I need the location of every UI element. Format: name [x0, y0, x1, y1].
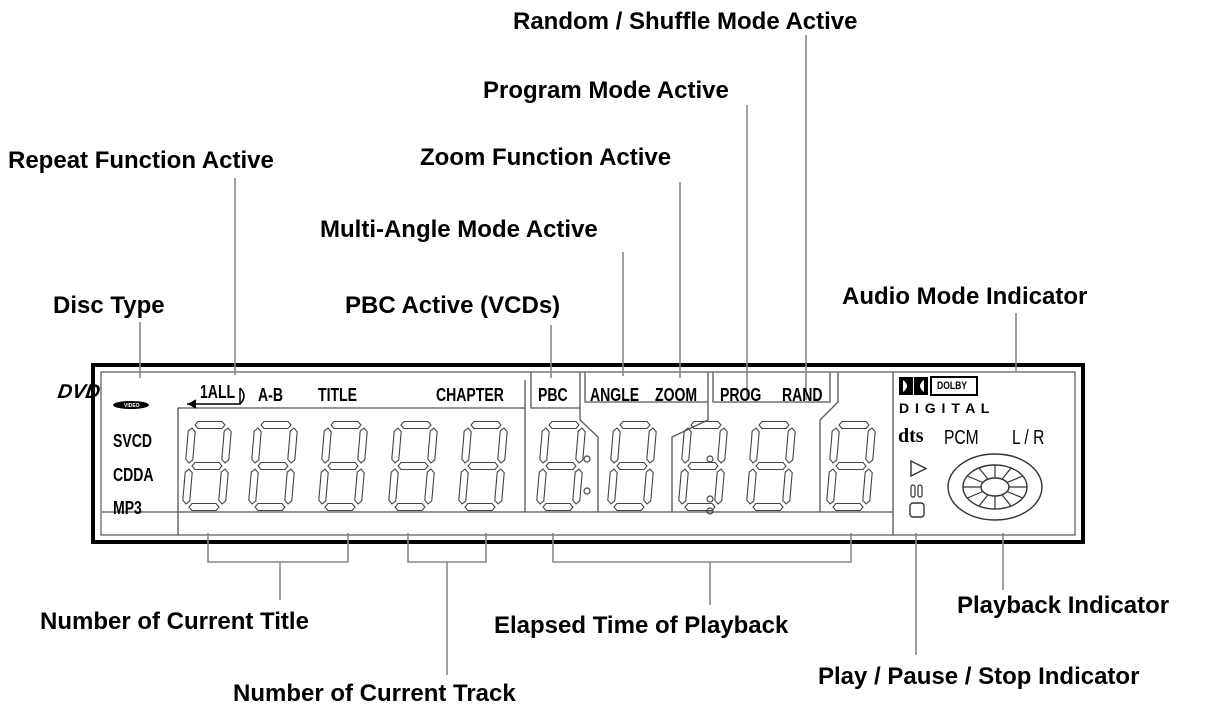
callout-repeat-function: Repeat Function Active: [8, 147, 274, 174]
dts-label: dts: [898, 425, 924, 447]
dolby-logo-icon: [899, 376, 978, 396]
repeat-arrow-icon: [187, 387, 245, 409]
digit-4: [388, 420, 438, 512]
rand-label: RAND: [782, 385, 823, 405]
title-label: TITLE: [318, 385, 357, 405]
disc-type-svcd: SVCD: [113, 431, 153, 451]
lr-label: L / R: [1012, 427, 1045, 449]
disc-type-mp3: MP3: [113, 498, 142, 518]
callout-multi-angle: Multi-Angle Mode Active: [320, 216, 598, 243]
digit-8: [678, 420, 728, 512]
repeat-label: 1ALL: [200, 382, 236, 402]
digit-9: [746, 420, 796, 512]
digit-1: [182, 420, 232, 512]
prog-label: PROG: [720, 385, 762, 405]
digital-label: D I G I T A L: [899, 400, 991, 416]
digit-5: [458, 420, 508, 512]
seven-segment-digits: [182, 420, 876, 512]
callout-disc-type: Disc Type: [53, 292, 165, 319]
disc-spinner-spokes: [963, 465, 1027, 509]
callout-number-current-track: Number of Current Track: [233, 680, 516, 707]
play-icon: [910, 459, 928, 478]
pbc-label: PBC: [538, 385, 568, 405]
digit-6: [536, 420, 586, 512]
time-colon-dots: [583, 455, 714, 515]
pause-icon: [910, 484, 923, 498]
zoom-label: ZOOM: [655, 385, 698, 405]
lcd-outer-frame: [91, 363, 1085, 544]
callout-number-current-title: Number of Current Title: [40, 608, 309, 635]
angle-label: ANGLE: [590, 385, 640, 405]
digit-3: [318, 420, 368, 512]
callout-pbc-active: PBC Active (VCDs): [345, 292, 561, 319]
digit-cells: [102, 372, 894, 535]
leader-lines: [139, 35, 1017, 675]
dvd-logo-sub: VIDEO: [124, 403, 140, 409]
callout-zoom-function: Zoom Function Active: [420, 144, 672, 171]
digit-2: [248, 420, 298, 512]
callout-playback-indicator: Playback Indicator: [957, 592, 1170, 619]
dolby-label: DOLBY: [937, 380, 968, 392]
callout-audio-mode: Audio Mode Indicator: [842, 283, 1088, 310]
digit-10: [826, 420, 876, 512]
callout-program-mode: Program Mode Active: [483, 77, 729, 104]
callout-elapsed-time: Elapsed Time of Playback: [494, 612, 789, 639]
ab-label: A-B: [258, 385, 283, 405]
chapter-label: CHAPTER: [436, 385, 504, 405]
dvd-logo-text: DVD: [56, 381, 101, 403]
dvd-logo: DVD VIDEO: [56, 381, 149, 409]
digit-7: [607, 420, 657, 512]
disc-type-cdda: CDDA: [113, 465, 154, 485]
pcm-label: PCM: [944, 427, 979, 449]
callout-play-pause-stop: Play / Pause / Stop Indicator: [818, 663, 1140, 690]
callout-random-shuffle: Random / Shuffle Mode Active: [513, 8, 858, 35]
stop-icon: [909, 502, 925, 518]
disc-spinner-icon: [947, 453, 1043, 521]
lcd-inner-frame: [100, 371, 1076, 536]
